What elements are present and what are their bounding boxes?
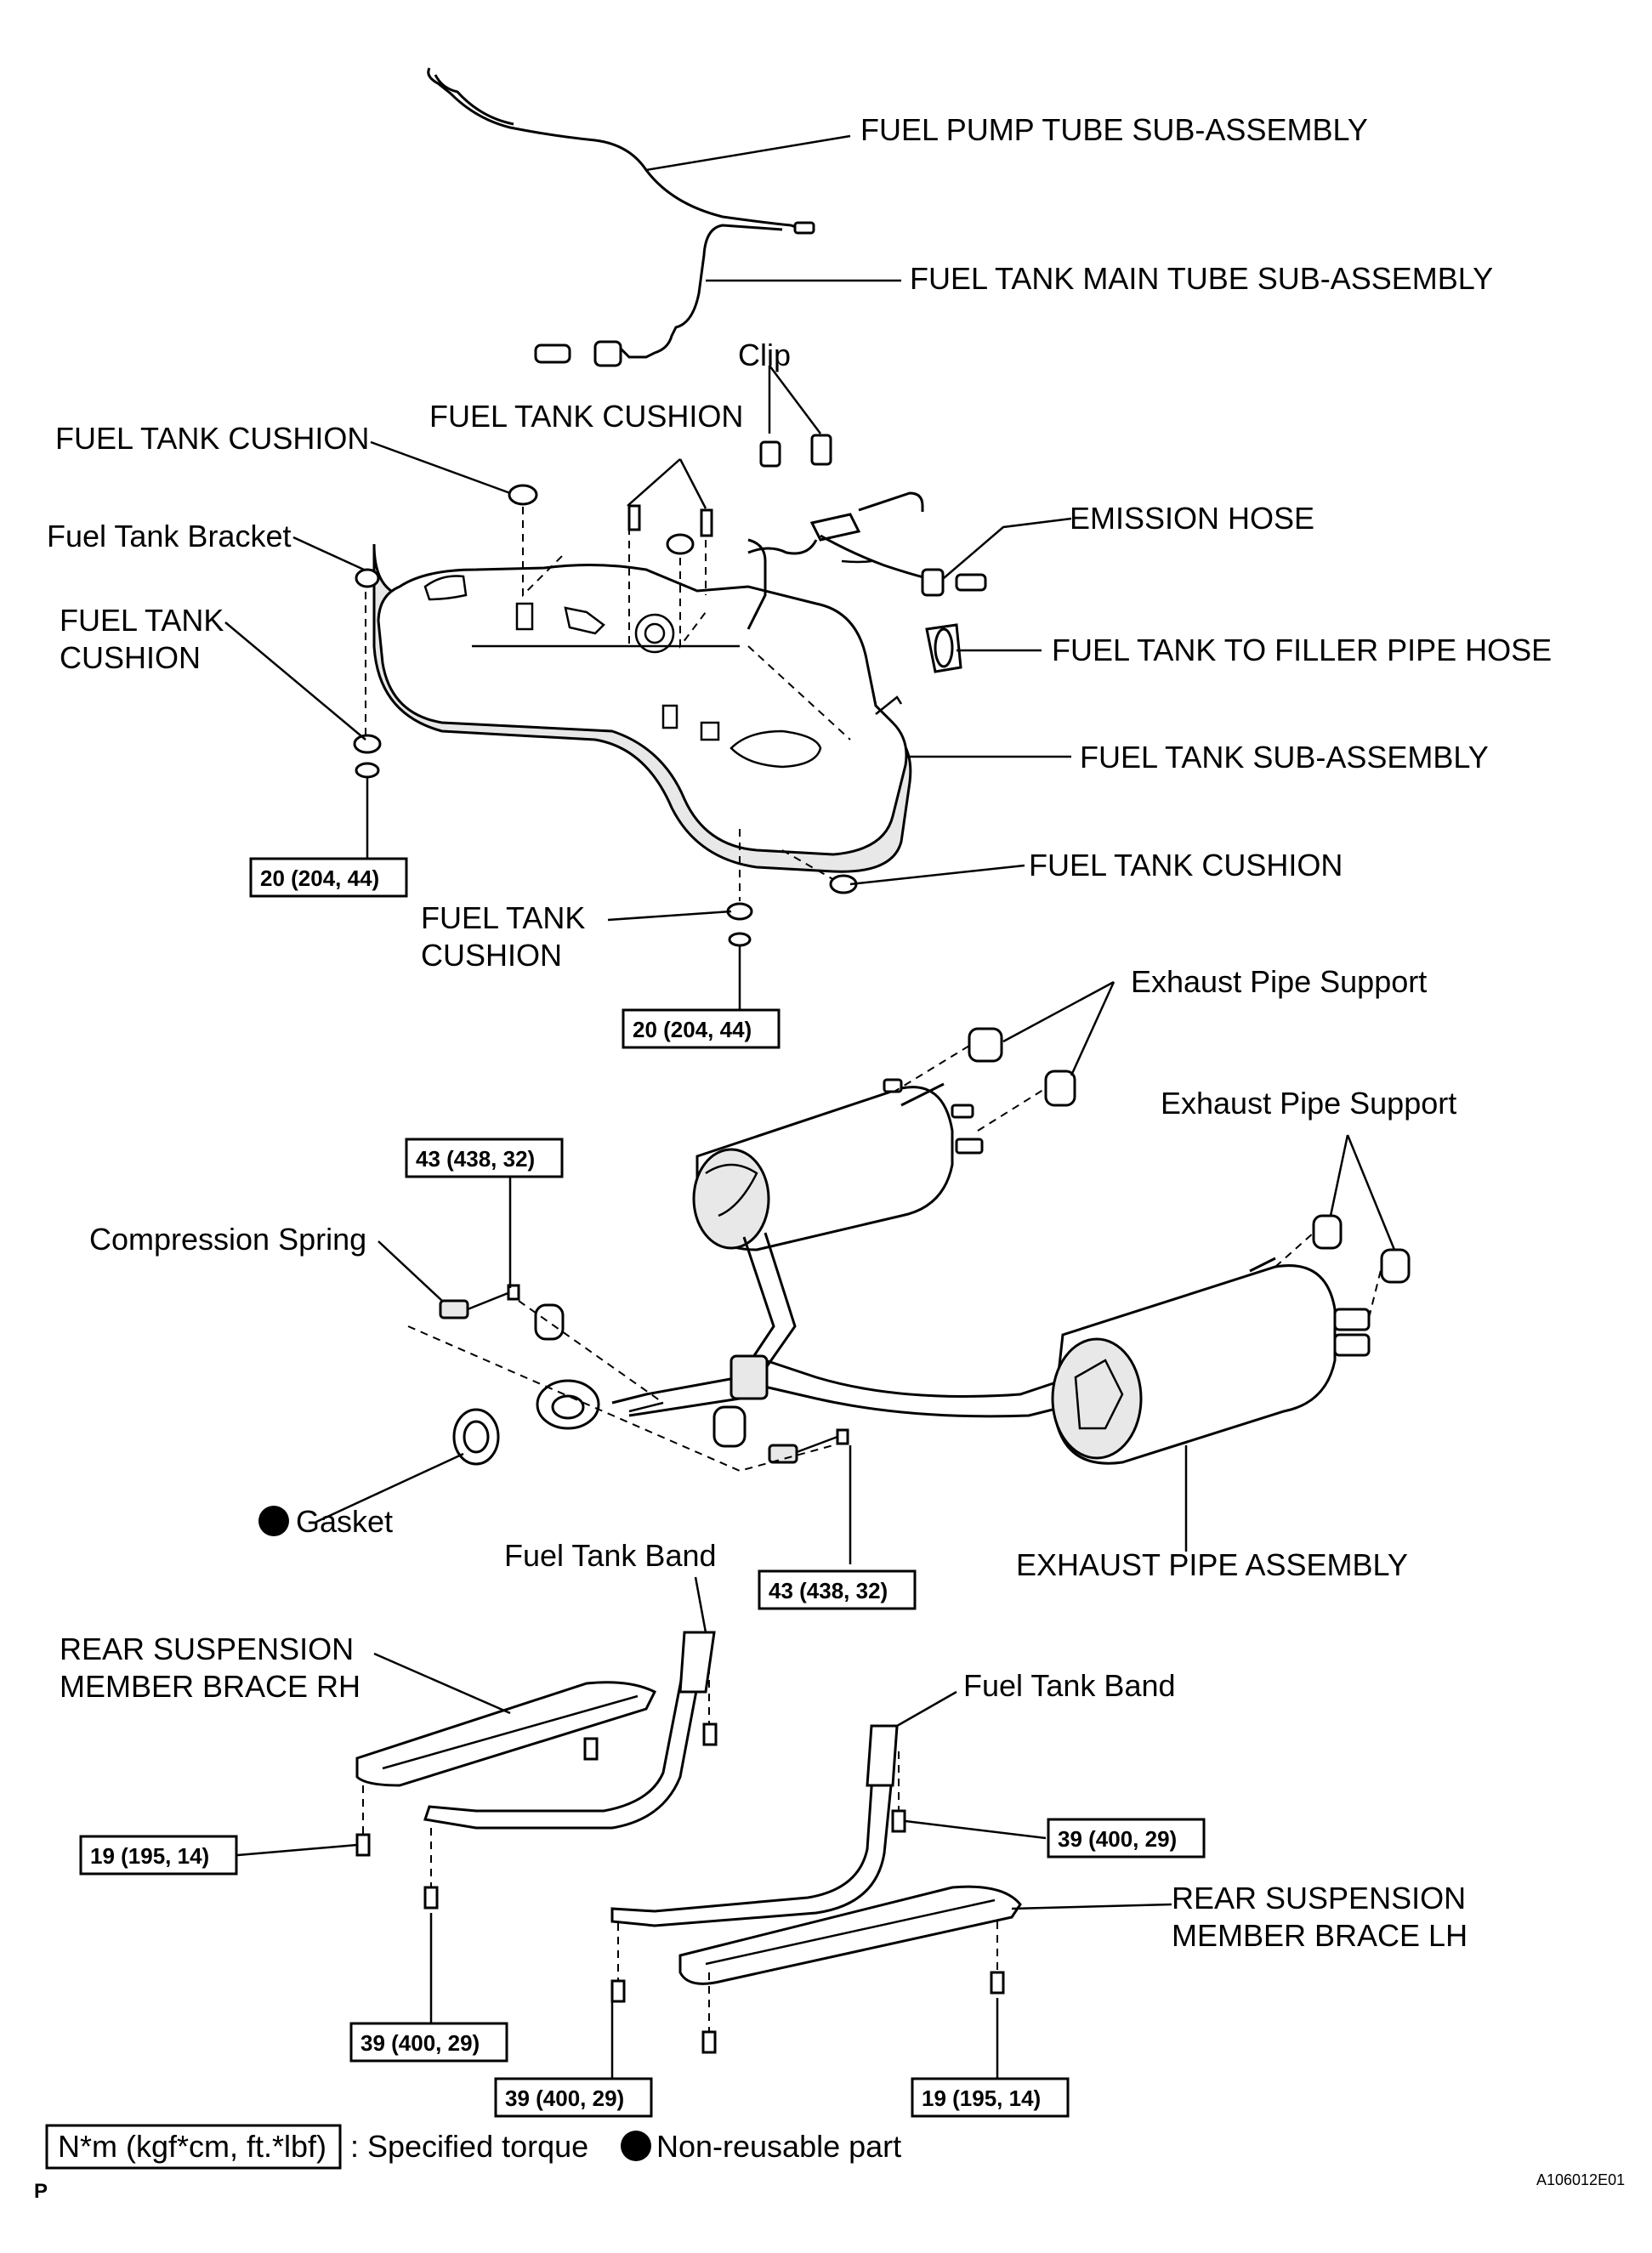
torque-text: 20 (204, 44) [260, 865, 379, 891]
label-rear-brace-lh-1: REAR SUSPENSION [1172, 1881, 1466, 1915]
tank-hardware [353, 434, 987, 947]
labels: FUEL PUMP TUBE SUB-ASSEMBLY FUEL TANK MA… [47, 112, 1552, 1953]
torque-text: 19 (195, 14) [922, 2086, 1041, 2111]
torque-box-band-left: 39 (400, 29) [349, 2022, 508, 2063]
brace-dashed-guides [362, 1666, 998, 2032]
fuel-tank-main-tube-drawing [534, 224, 783, 367]
label-rear-brace-rh-1: REAR SUSPENSION [60, 1632, 354, 1666]
label-fuel-tank-sub-assembly: FUEL TANK SUB-ASSEMBLY [1080, 740, 1489, 775]
leader-lines [224, 134, 1396, 2079]
torque-text: 19 (195, 14) [90, 1843, 209, 1869]
torque-text: 43 (438, 32) [416, 1146, 535, 1172]
torque-values: 20 (204, 44) 20 (204, 44) 43 (438, 32) 4… [79, 857, 1206, 2118]
label-exhaust-support-2: Exhaust Pipe Support [1161, 1086, 1456, 1121]
page-marker: P [34, 2180, 48, 2203]
exhaust-dashed-guides [407, 1045, 1382, 1473]
fuel-pump-tube-drawing [427, 67, 815, 235]
label-fuel-tank-cushion-left: FUEL TANK CUSHION [55, 421, 369, 456]
torque-text: 39 (400, 29) [360, 2030, 480, 2056]
legend-non-reusable: Non-reusable part [656, 2129, 901, 2164]
tank-dashed-guides [365, 493, 851, 901]
legend-torque-unit: N*m (kgf*cm, ft.*lbf) [58, 2129, 326, 2164]
torque-text: 39 (400, 29) [505, 2086, 624, 2111]
exhaust-drawing [439, 1027, 1411, 1466]
torque-box-tank-bottom: 20 (204, 44) [622, 1008, 781, 1049]
torque-text: 39 (400, 29) [1058, 1826, 1177, 1852]
label-fuel-tank-cushion-bottom-2: CUSHION [421, 938, 562, 973]
torque-box-band-lower: 39 (400, 29) [494, 2077, 653, 2118]
label-clip: Clip [738, 338, 791, 372]
label-fuel-tank-bracket: Fuel Tank Bracket [47, 519, 291, 553]
label-fuel-tank-cushion-side-2: CUSHION [60, 640, 201, 675]
label-gasket: Gasket [296, 1504, 393, 1539]
legend: N*m (kgf*cm, ft.*lbf) : Specified torque… [45, 2124, 901, 2170]
label-exhaust-pipe-assembly: EXHAUST PIPE ASSEMBLY [1016, 1547, 1408, 1582]
torque-box-band-right: 39 (400, 29) [1047, 1818, 1206, 1859]
non-reusable-dot-icon [258, 1506, 289, 1536]
torque-box-exhaust-lower: 43 (438, 32) [758, 1569, 917, 1610]
non-reusable-dot-icon [621, 2131, 651, 2161]
label-rear-brace-lh-2: MEMBER BRACE LH [1172, 1918, 1467, 1953]
label-fuel-tank-cushion-top: FUEL TANK CUSHION [429, 399, 743, 434]
torque-box-exhaust-upper: 43 (438, 32) [405, 1138, 564, 1178]
figure-id: A106012E01 [1536, 2171, 1625, 2188]
label-fuel-tank-main-tube: FUEL TANK MAIN TUBE SUB-ASSEMBLY [910, 261, 1493, 296]
torque-box-tank-left: 20 (204, 44) [249, 857, 408, 898]
label-rear-brace-rh-2: MEMBER BRACE RH [60, 1669, 360, 1704]
torque-text: 43 (438, 32) [769, 1578, 888, 1603]
legend-torque-box [45, 2124, 342, 2170]
label-fuel-tank-cushion-side-1: FUEL TANK [60, 603, 224, 638]
label-fuel-pump-tube: FUEL PUMP TUBE SUB-ASSEMBLY [860, 112, 1368, 147]
torque-text: 20 (204, 44) [633, 1017, 752, 1042]
label-exhaust-support-1: Exhaust Pipe Support [1131, 964, 1427, 999]
legend-torque-text: : Specified torque [350, 2129, 588, 2164]
label-fuel-tank-cushion-right: FUEL TANK CUSHION [1029, 848, 1343, 882]
label-filler-pipe-hose: FUEL TANK TO FILLER PIPE HOSE [1052, 633, 1552, 667]
label-fuel-tank-cushion-bottom-1: FUEL TANK [421, 900, 585, 935]
label-compression-spring: Compression Spring [89, 1222, 366, 1257]
torque-box-brace-rh: 19 (195, 14) [79, 1835, 238, 1876]
brace-band-drawing [355, 1631, 1022, 2054]
fuel-tank-drawing [372, 538, 912, 873]
label-fuel-tank-band-2: Fuel Tank Band [963, 1668, 1176, 1703]
label-fuel-tank-band-1: Fuel Tank Band [504, 1538, 717, 1573]
torque-box-brace-lh: 19 (195, 14) [911, 2077, 1070, 2118]
label-emission-hose: EMISSION HOSE [1070, 501, 1314, 536]
